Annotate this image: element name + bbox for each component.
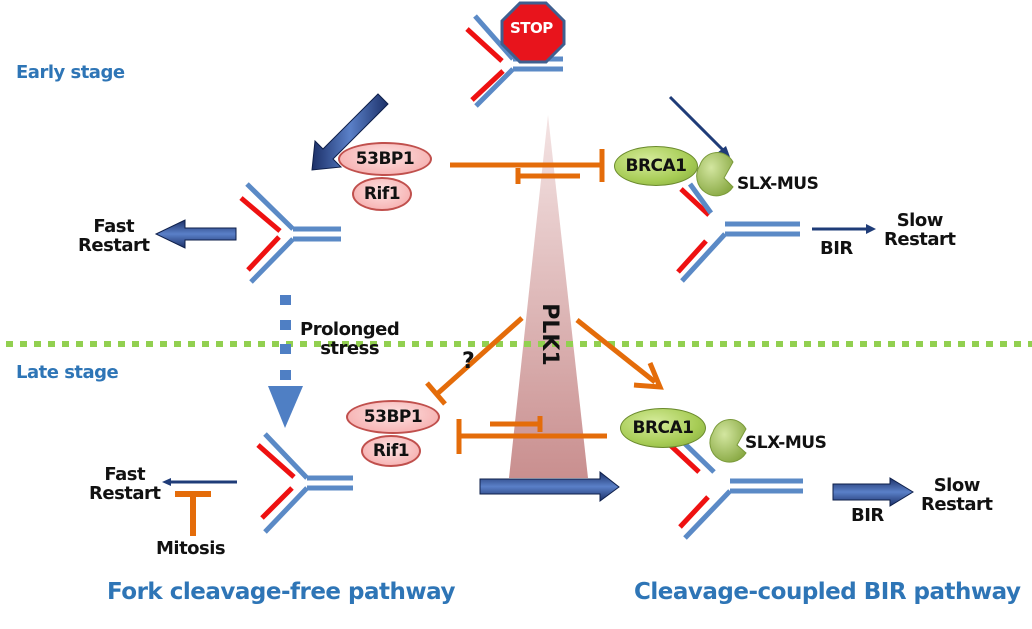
inhibition-53bp1-to-brca1-early [450, 149, 605, 182]
fast-restart-early-label: Fast Restart [78, 216, 150, 256]
plk1-gradient-wedge [509, 115, 588, 478]
stop-sign-icon [500, 1, 566, 64]
plk1-inhibits-53bp1 [425, 316, 524, 406]
bir-late-label: BIR [851, 505, 884, 526]
fast-restart-late-text: Fast Restart [89, 464, 161, 504]
protein-53bp1-early: 53BP1 [338, 142, 432, 176]
arrow-to-53bp1-early [311, 93, 389, 171]
left-pathway-title: Fork cleavage-free pathway [107, 579, 455, 605]
arrow-fast-restart-early [154, 219, 237, 249]
prolonged-stress-text: Prolonged stress [300, 319, 400, 359]
protein-53bp1-late: 53BP1 [346, 400, 440, 434]
inhibition-53bp1-to-brca1-late [490, 416, 543, 432]
question-mark-label: ? [462, 349, 475, 374]
prolonged-stress-label: Prolonged stress [300, 319, 400, 359]
plk1-label: PLK1 [536, 303, 562, 366]
slx-mus-nuclease-icon-early [696, 152, 734, 197]
mitosis-inhibition-bar [175, 491, 211, 536]
replication-fork-late-left [256, 432, 353, 534]
arrow-bir-late [832, 477, 914, 507]
plk1-activates-brca1 [575, 318, 664, 390]
cleaved-fork-late-right [667, 438, 803, 540]
protein-brca1-early: BRCA1 [614, 146, 698, 186]
slow-restart-early-label: Slow Restart [884, 210, 956, 250]
replication-fork-early-left [239, 182, 341, 284]
slx-mus-label-early: SLX-MUS [737, 174, 819, 194]
protein-rif1-late: Rif1 [361, 435, 421, 467]
fast-restart-late-label: Fast Restart [89, 464, 161, 504]
slx-mus-label-late: SLX-MUS [745, 433, 827, 453]
inhibition-brca1-to-53bp1-late [456, 419, 607, 454]
arrow-bir-early [812, 224, 876, 234]
right-pathway-title: Cleavage-coupled BIR pathway [634, 579, 1021, 605]
slow-restart-late-text: Slow Restart [921, 475, 993, 515]
arrow-to-brca1-early [668, 95, 730, 157]
early-stage-label: Early stage [16, 62, 125, 83]
cleaved-fork-early-right [676, 182, 800, 283]
late-stage-label: Late stage [16, 362, 119, 383]
slow-restart-late-label: Slow Restart [921, 475, 993, 515]
mitosis-label: Mitosis [156, 538, 226, 559]
slow-restart-early-text: Slow Restart [884, 210, 956, 250]
arrow-to-cleavage-late [479, 470, 620, 502]
protein-brca1-late: BRCA1 [620, 408, 706, 448]
prolonged-stress-arrow [268, 295, 303, 428]
bir-early-label: BIR [820, 238, 853, 259]
stop-sign-label: STOP [510, 19, 553, 37]
inhibition-brca1-to-53bp1-early [515, 168, 580, 184]
fast-restart-early-text: Fast Restart [78, 216, 150, 256]
protein-rif1-early: Rif1 [352, 177, 412, 211]
arrow-fast-restart-late [162, 478, 237, 486]
slx-mus-nuclease-icon-late [709, 419, 747, 463]
